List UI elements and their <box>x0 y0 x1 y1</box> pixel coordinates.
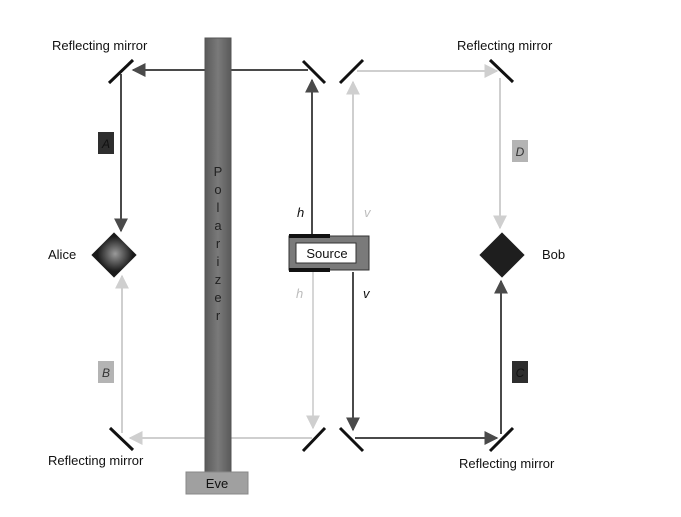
polarizer-letter: r <box>216 236 221 251</box>
polarizer-label: P o l a r i z e r <box>214 164 223 323</box>
polarizer-letter: P <box>214 164 223 179</box>
mirror-label-bottom-left: Reflecting mirror <box>48 453 144 468</box>
mirror-top-center-left <box>301 59 327 85</box>
mirror-top-left <box>107 58 135 85</box>
alice-label: Alice <box>48 247 76 262</box>
mirror-top-center-right <box>338 58 365 85</box>
path-d-box <box>512 140 528 162</box>
mirror-label-top-left: Reflecting mirror <box>52 38 148 53</box>
v-bottom-label: v <box>363 286 371 301</box>
polarizer-letter: r <box>216 308 221 323</box>
mirror-top-right <box>488 58 515 84</box>
bob-label: Bob <box>542 247 565 262</box>
v-top-label: v <box>364 205 372 220</box>
mirror-label-bottom-right: Reflecting mirror <box>459 456 555 471</box>
path-c-box <box>512 361 528 383</box>
path-b-box <box>98 361 114 383</box>
path-d-label: D <box>516 145 525 159</box>
path-a-box <box>98 132 114 154</box>
polarizer-bar <box>204 37 232 473</box>
path-a-label: A <box>101 137 110 151</box>
polarizer-letter: l <box>217 200 220 215</box>
mirror-bottom-right <box>488 426 515 453</box>
mirror-label-top-right: Reflecting mirror <box>457 38 553 53</box>
alice-detector <box>91 232 137 278</box>
path-b-label: B <box>102 366 110 380</box>
source-label: Source <box>306 246 347 261</box>
path-c-label: C <box>516 366 525 380</box>
polarizer-letter: a <box>214 218 222 233</box>
polarizer-letter: e <box>214 290 221 305</box>
polarizer-letter: i <box>217 254 220 269</box>
mirror-bottom-center-right <box>338 426 365 453</box>
source-inner <box>295 242 357 264</box>
mirror-bottom-center-left <box>301 426 327 453</box>
mirror-bottom-left <box>108 426 135 452</box>
h-top-label: h <box>297 205 304 220</box>
bob-detector <box>479 232 525 278</box>
eve-box <box>185 471 249 495</box>
eve-label: Eve <box>206 476 228 491</box>
polarizer-letter: z <box>215 272 222 287</box>
polarizer-letter: o <box>214 182 221 197</box>
h-bottom-label: h <box>296 286 303 301</box>
